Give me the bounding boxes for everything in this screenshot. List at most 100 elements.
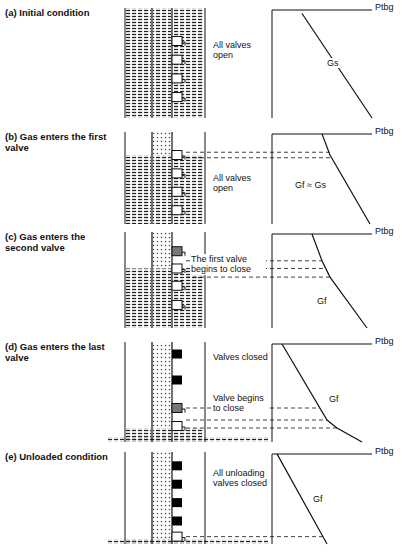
- level-line: [186, 157, 332, 158]
- gas-lift-valve: [172, 74, 185, 83]
- annotation: Gf: [328, 394, 340, 404]
- pressure-gradient: [282, 344, 362, 442]
- gas-lift-valve: [172, 404, 185, 413]
- gas-lift-valve: [172, 206, 185, 215]
- annotation: Gf ≈ Gs: [294, 180, 327, 190]
- annotation: Valve begins to close: [212, 393, 270, 414]
- wall: [205, 342, 206, 442]
- annotation: All unloading valves closed: [212, 468, 270, 489]
- gas-lift-valve: [172, 422, 185, 431]
- gas-lift-valve: [172, 300, 185, 309]
- annotation: Ptbg: [374, 2, 395, 12]
- gas-lift-valve: [172, 480, 182, 489]
- level-line: [186, 428, 337, 429]
- pressure-axis: [272, 344, 372, 345]
- gas-lift-valve: [172, 517, 182, 526]
- annotation: All valves open: [212, 173, 270, 194]
- wall: [125, 342, 126, 442]
- wall: [205, 452, 206, 544]
- tubing-liquid: [153, 428, 171, 442]
- pressure-axis: [272, 10, 372, 11]
- annulus-liquid: [173, 155, 204, 224]
- level-line: [186, 536, 323, 537]
- wall: [125, 132, 126, 224]
- gas-column: [153, 342, 171, 428]
- level-line: [186, 152, 329, 153]
- gas-lift-valve: [172, 532, 185, 541]
- unloading-panel: [108, 342, 372, 442]
- liquid: [108, 539, 268, 544]
- gas-column: [153, 132, 171, 155]
- level-line: [186, 420, 327, 421]
- wall: [205, 8, 206, 118]
- wall: [151, 342, 152, 442]
- annotation: Gf: [316, 296, 328, 306]
- gas-lift-valve: [172, 281, 185, 290]
- annotation: Ptbg: [374, 226, 395, 236]
- annulus-liquid: [126, 8, 151, 118]
- unloading-panel: [125, 132, 372, 224]
- wall: [151, 452, 152, 544]
- gas-lift-valve: [172, 264, 185, 273]
- gas-column: [153, 452, 171, 539]
- wall: [151, 232, 152, 328]
- annulus-liquid: [126, 155, 151, 224]
- annulus-liquid: [126, 539, 151, 544]
- tubing-liquid: [153, 8, 171, 118]
- panel-title: (b) Gas enters the first valve: [4, 132, 118, 154]
- panel-title: (a) Initial condition: [4, 8, 118, 19]
- wall: [205, 132, 206, 224]
- unloading-panel: [125, 8, 372, 118]
- annotation: Valves closed: [212, 352, 270, 362]
- annotation: The first valve begins to close: [190, 254, 266, 275]
- depth-axis: [272, 134, 273, 224]
- tubing-liquid: [153, 268, 171, 328]
- annulus-liquid: [126, 268, 151, 328]
- pressure-gradient: [302, 14, 372, 119]
- pressure-axis: [272, 454, 372, 455]
- pressure-gradient: [277, 454, 327, 544]
- annotation: All valves open: [212, 40, 270, 61]
- wall: [151, 8, 152, 118]
- unloading-panel: [125, 232, 372, 328]
- gas-lift-valve: [172, 55, 185, 64]
- panel-title: (e) Unloaded condition: [4, 452, 118, 463]
- panel-title: (c) Gas enters the second valve: [4, 232, 118, 254]
- level-line: [186, 277, 330, 278]
- annotation: Gs: [326, 58, 340, 68]
- annotation: Ptbg: [374, 126, 395, 136]
- annotation: Ptbg: [374, 446, 395, 456]
- gas-lift-valve: [172, 93, 185, 102]
- gas-lift-valve: [172, 350, 182, 359]
- depth-axis: [272, 234, 273, 328]
- gas-lift-valve: [172, 187, 185, 196]
- gas-lift-valve: [172, 498, 182, 507]
- gas-lift-valve: [172, 151, 185, 160]
- unloading-panel: [108, 452, 372, 544]
- depth-axis: [272, 344, 273, 442]
- wall: [125, 8, 126, 118]
- wall: [205, 232, 206, 328]
- tubing-liquid: [153, 539, 171, 544]
- annotation: Gf: [312, 494, 324, 504]
- annotation: Ptbg: [374, 336, 395, 346]
- panel-title: (d) Gas enters the last valve: [4, 342, 118, 364]
- wall: [125, 232, 126, 328]
- tubing-liquid: [153, 155, 171, 224]
- gas-lift-valve: [172, 376, 182, 385]
- wall: [125, 452, 126, 544]
- gas-lift-valve: [172, 247, 185, 256]
- depth-axis: [272, 10, 273, 118]
- wall: [151, 132, 152, 224]
- pressure-gradient: [322, 134, 370, 224]
- annulus-liquid: [173, 8, 204, 118]
- gas-lift-valve: [172, 37, 185, 46]
- gas-column: [153, 232, 171, 268]
- gas-lift-valve: [172, 169, 185, 178]
- depth-axis: [272, 454, 273, 544]
- pressure-gradient: [312, 234, 367, 328]
- pressure-axis: [272, 234, 372, 235]
- annulus-liquid: [126, 428, 151, 442]
